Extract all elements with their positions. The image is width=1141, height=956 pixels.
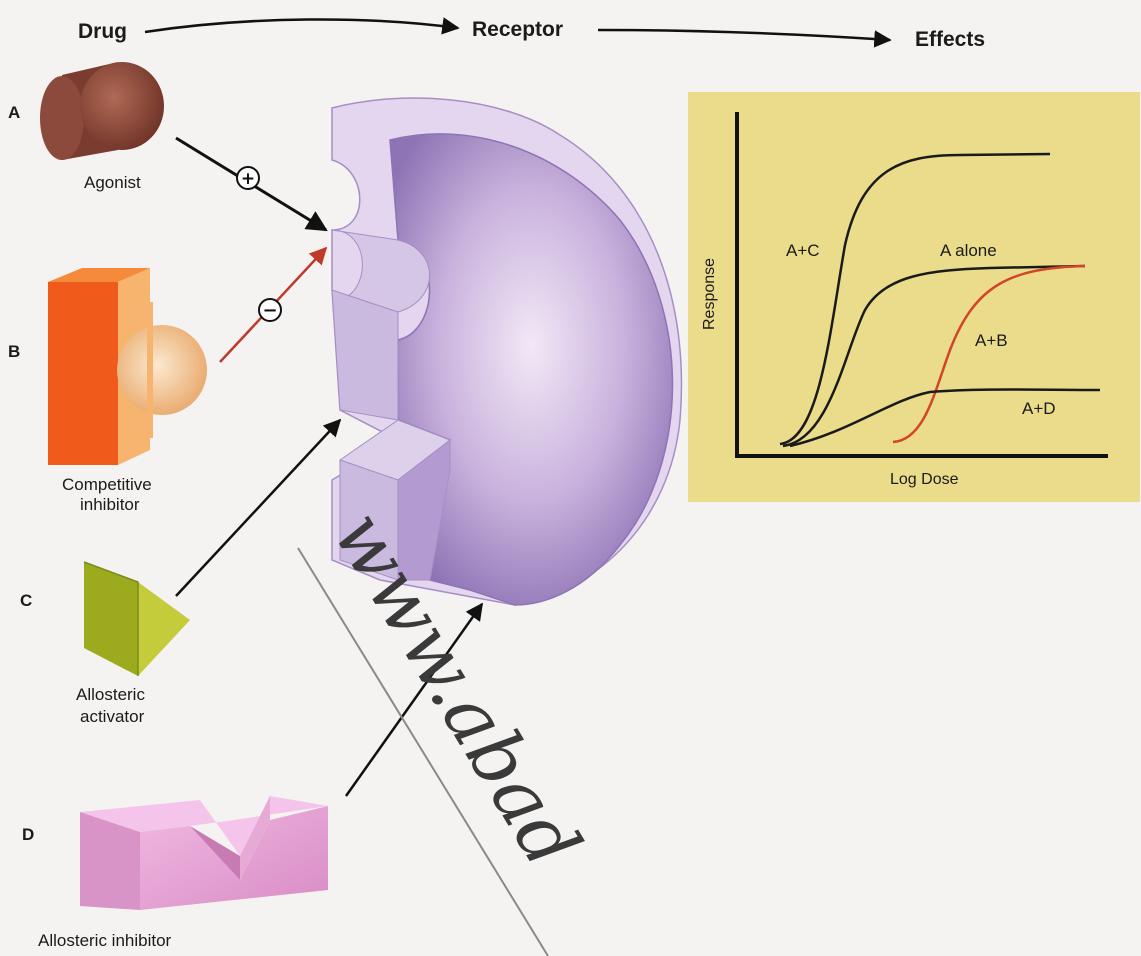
competitive-caption-line2: inhibitor xyxy=(80,495,140,514)
drug-b-letter: B xyxy=(8,342,20,361)
competitive-minus-sign: − xyxy=(262,300,277,321)
label-a-plus-d: A+D xyxy=(1022,399,1056,418)
drug-a-letter: A xyxy=(8,103,20,122)
label-a-plus-c: A+C xyxy=(786,241,820,260)
activator-arrow xyxy=(176,420,340,596)
label-a-alone: A alone xyxy=(940,241,997,260)
y-axis-label: Response xyxy=(701,258,718,330)
allosteric-activator-shape xyxy=(84,562,190,676)
flow-effects-label: Effects xyxy=(915,28,985,51)
graph-panel xyxy=(688,92,1140,502)
agonist-arrow: + xyxy=(176,138,326,230)
flow-drug-label: Drug xyxy=(78,20,127,43)
x-axis-label: Log Dose xyxy=(890,471,959,488)
activator-caption-line1: Allosteric xyxy=(76,685,145,704)
agonist-plus-sign: + xyxy=(241,169,255,189)
agonist-caption: Agonist xyxy=(84,173,141,192)
agonist-shape xyxy=(40,62,164,160)
flow-arrow-drug-receptor xyxy=(145,19,458,32)
label-a-plus-b: A+B xyxy=(975,331,1008,350)
competitive-arrow: − xyxy=(220,248,326,362)
flow-arrow-receptor-effects xyxy=(598,30,890,40)
drug-d-letter: D xyxy=(22,825,34,844)
allosteric-inhibitor-shape xyxy=(80,796,328,910)
flow-receptor-label: Receptor xyxy=(472,18,563,41)
drug-c-letter: C xyxy=(20,591,32,610)
activator-caption-line2: activator xyxy=(80,707,145,726)
inhibitor-caption: Allosteric inhibitor xyxy=(38,931,172,950)
competitive-caption-line1: Competitive xyxy=(62,475,152,494)
competitive-inhibitor-shape xyxy=(48,268,207,465)
